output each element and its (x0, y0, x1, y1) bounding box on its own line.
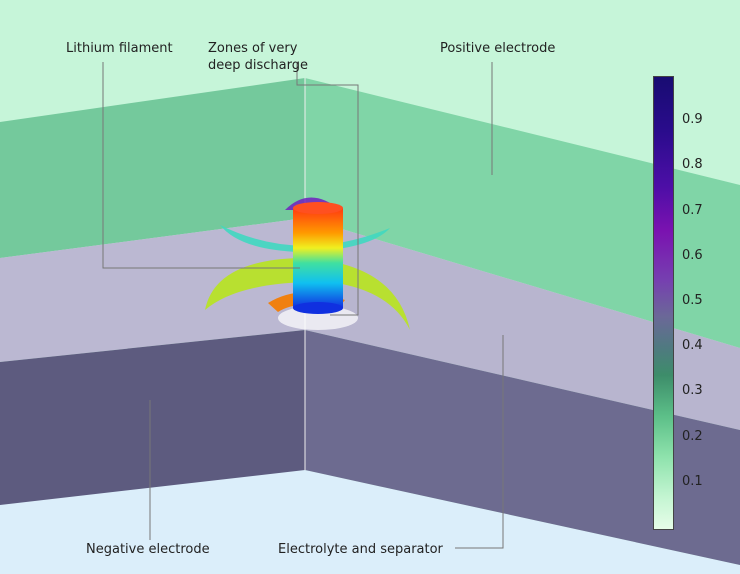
colorbar-tick-label: 0.1 (682, 473, 703, 489)
separator-right (305, 218, 740, 430)
label-zones-line2: deep discharge (208, 58, 308, 73)
lithium-filament-shape (293, 208, 343, 308)
colorbar-tick-label: 0.2 (682, 428, 703, 444)
negative-electrode-right (305, 330, 740, 565)
label-lithium-filament: Lithium filament (66, 41, 173, 56)
label-electrolyte-separator: Electrolyte and separator (278, 542, 443, 557)
separator-left (0, 218, 305, 362)
colorbar (653, 76, 674, 530)
negative-electrode-left (0, 330, 305, 505)
label-positive-electrode: Positive electrode (440, 41, 556, 56)
colorbar-tick-label: 0.6 (682, 247, 703, 263)
label-zones-line1: Zones of very (208, 41, 298, 56)
colorbar-tick-label: 0.7 (682, 202, 703, 218)
colorbar-tick-label: 0.4 (682, 338, 703, 354)
colorbar-tick-label: 0.9 (682, 112, 703, 128)
floor (0, 470, 740, 574)
colorbar-tick-label: 0.3 (682, 383, 703, 399)
isosurface-lower (205, 258, 410, 330)
colorbar-tick-label: 0.5 (682, 293, 703, 308)
colorbar-tick-label: 0.8 (682, 157, 703, 173)
positive-electrode-left (0, 78, 305, 258)
label-negative-electrode: Negative electrode (86, 542, 210, 557)
isosurface-upper (220, 225, 390, 252)
positive-electrode-right (305, 78, 740, 348)
